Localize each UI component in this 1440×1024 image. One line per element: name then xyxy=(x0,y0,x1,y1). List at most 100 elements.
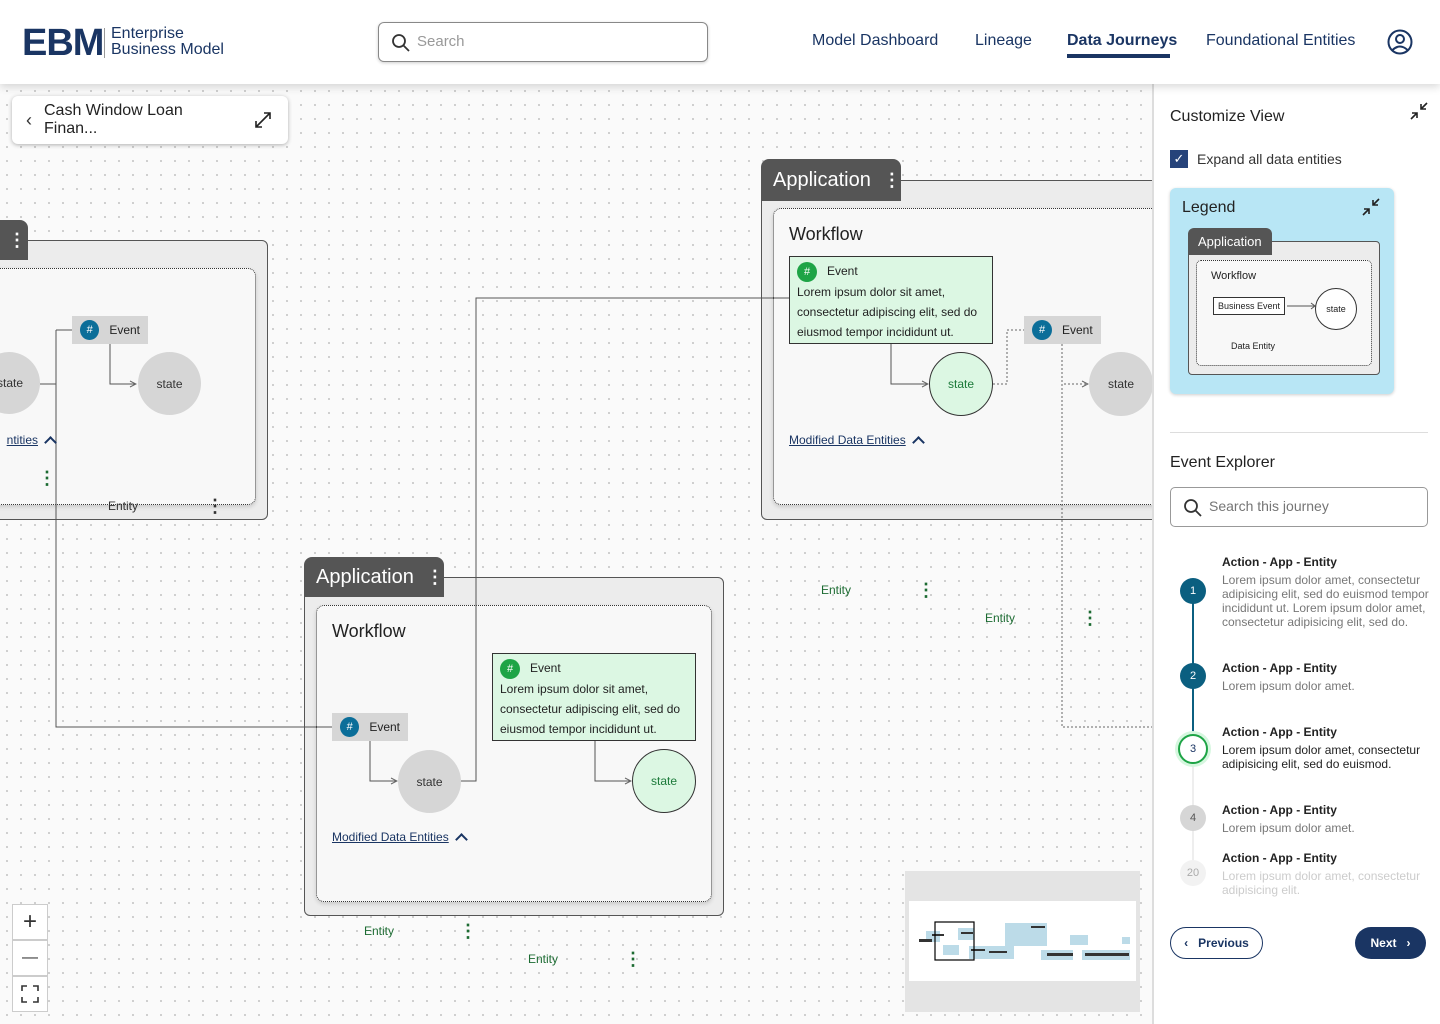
fit-view-button[interactable] xyxy=(12,976,48,1012)
hash-icon: # xyxy=(1032,320,1052,340)
hash-icon: # xyxy=(80,320,100,340)
legend-arrow xyxy=(1287,302,1316,310)
chevron-right-icon: › xyxy=(1406,936,1411,950)
step-3-marker[interactable]: 3 xyxy=(1178,734,1208,764)
event-label: Event xyxy=(1062,323,1093,337)
state-node[interactable]: state xyxy=(138,352,201,415)
event-node[interactable]: #Event xyxy=(332,713,408,741)
event-node[interactable]: # Event xyxy=(72,316,148,344)
application-tab: Application⋮ xyxy=(761,159,901,201)
step-4-marker[interactable]: 4 xyxy=(1180,805,1206,831)
user-circle-icon[interactable] xyxy=(1387,29,1413,55)
logo-divider xyxy=(104,28,105,58)
event-description: Lorem ipsum dolor sit amet, consectetur … xyxy=(500,681,681,736)
workflow-title: Workflow xyxy=(332,621,406,641)
customize-view-title: Customize View xyxy=(1170,108,1285,125)
search-input[interactable] xyxy=(417,33,697,50)
legend-workflow: Workflow xyxy=(1211,270,1257,282)
journey-title: Cash Window Loan Finan... xyxy=(44,102,183,137)
journey-search[interactable] xyxy=(1170,487,1428,527)
event-title: Event xyxy=(530,661,561,675)
connector-lines xyxy=(40,297,1152,1024)
global-search[interactable] xyxy=(378,22,708,62)
chevron-up-icon xyxy=(911,436,925,449)
step-1-marker[interactable]: 1 xyxy=(1180,578,1206,604)
more-icon[interactable]: ⋮ xyxy=(459,921,477,941)
entity-node[interactable]: ⋮ xyxy=(0,464,66,492)
search-icon xyxy=(1184,499,1202,517)
modified-data-entities-link[interactable]: Modified Data Entities xyxy=(332,830,468,846)
minimap[interactable] xyxy=(905,871,1140,1012)
event-label: Event xyxy=(109,323,140,337)
collapse-icon[interactable] xyxy=(1360,196,1382,218)
state-node[interactable]: state xyxy=(398,750,461,813)
journey-canvas[interactable]: ⋮ Application⋮ Application⋮ #Event state… xyxy=(0,84,1152,1024)
entity-label: Entity xyxy=(364,924,395,938)
step-2-marker[interactable]: 2 xyxy=(1180,663,1206,689)
more-icon[interactable]: ⋮ xyxy=(38,468,56,488)
more-icon[interactable]: ⋮ xyxy=(917,580,935,600)
collapse-icon[interactable] xyxy=(1408,100,1430,122)
legend-state: state xyxy=(1315,288,1357,330)
checkbox-checked-icon[interactable]: ✓ xyxy=(1170,150,1188,168)
link-label: Modified Data Entities xyxy=(789,433,906,447)
step-20-marker[interactable]: 20 xyxy=(1180,860,1206,886)
step-description: Lorem ipsum dolor amet, consectetur adip… xyxy=(1222,869,1421,897)
chevron-up-icon xyxy=(454,833,468,846)
legend-data-entity: Data Entity xyxy=(1219,338,1287,354)
step-description: Lorem ipsum dolor amet. xyxy=(1222,679,1355,693)
modified-data-entities-link[interactable]: Modified Data Entities xyxy=(789,433,925,449)
next-button[interactable]: Next › xyxy=(1355,927,1426,959)
expand-icon[interactable] xyxy=(252,109,274,131)
logo-line2: Business Model xyxy=(111,41,224,58)
more-icon[interactable]: ⋮ xyxy=(1081,608,1099,628)
logo-mark: EBM xyxy=(22,22,104,64)
legend-business-event: Business Event xyxy=(1213,297,1286,315)
back-chevron-icon[interactable]: ‹ xyxy=(26,109,32,130)
nav-model-dashboard[interactable]: Model Dashboard xyxy=(812,32,939,49)
event-node[interactable]: # Event xyxy=(1024,316,1101,344)
step-title: Action - App - Entity xyxy=(1222,555,1337,569)
expand-all-checkbox[interactable]: ✓ Expand all data entities xyxy=(1170,150,1342,168)
state-node[interactable]: state xyxy=(0,352,40,414)
event-description: Lorem ipsum dolor sit amet, consectetur … xyxy=(797,284,978,339)
state-node-active[interactable]: state xyxy=(632,749,696,813)
state-label: state xyxy=(947,377,974,391)
right-panel: Customize View ✓ Expand all data entitie… xyxy=(1152,84,1440,1024)
entity-node[interactable]: Entity ⋮ xyxy=(340,917,487,945)
step-title: Action - App - Entity xyxy=(1222,661,1337,675)
entity-node[interactable]: Entity⋮ xyxy=(504,945,652,973)
state-node[interactable]: state xyxy=(1089,352,1152,416)
event-label: Event xyxy=(369,720,400,734)
entity-label: Entity xyxy=(108,499,139,513)
journey-search-input[interactable] xyxy=(1209,498,1409,514)
zoom-out-button[interactable]: — xyxy=(12,940,48,976)
nav-foundational-entities[interactable]: Foundational Entities xyxy=(1206,32,1356,49)
legend-card: Legend Application Workflow Business Eve… xyxy=(1170,188,1394,394)
event-explorer-title: Event Explorer xyxy=(1170,454,1275,471)
expand-all-label: Expand all data entities xyxy=(1197,151,1342,167)
more-icon[interactable]: ⋮ xyxy=(624,949,642,969)
entity-node[interactable]: Entity⋮ xyxy=(961,604,1109,632)
next-label: Next xyxy=(1370,936,1397,950)
legend-application-tab: Application xyxy=(1188,228,1272,255)
entity-node[interactable]: Entity⋮ xyxy=(797,576,945,604)
entity-node[interactable]: Entity ⋮ xyxy=(84,492,234,520)
modified-data-entities-link[interactable]: ntities xyxy=(7,433,57,449)
zoom-in-button[interactable]: + xyxy=(12,904,48,940)
more-icon[interactable]: ⋮ xyxy=(206,496,224,516)
previous-button[interactable]: ‹Previous xyxy=(1170,927,1263,959)
nav-data-journeys[interactable]: Data Journeys xyxy=(1067,32,1178,49)
legend-title: Legend xyxy=(1182,199,1236,216)
step-title: Action - App - Entity xyxy=(1222,803,1337,817)
nav-lineage[interactable]: Lineage xyxy=(975,32,1032,49)
state-node-active[interactable]: state xyxy=(929,352,993,416)
